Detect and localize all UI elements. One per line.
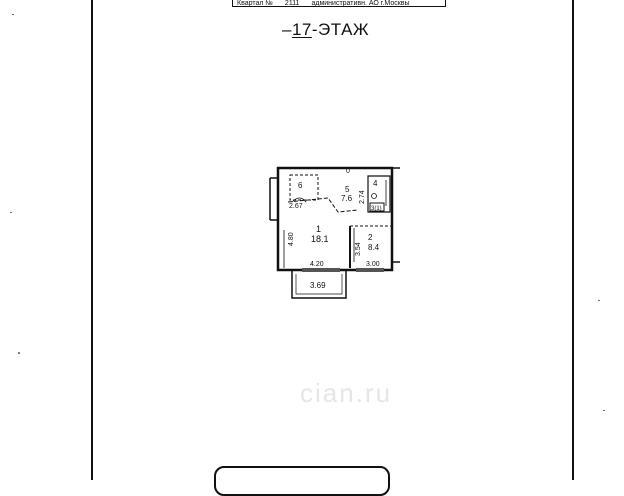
door-swing xyxy=(291,197,307,203)
room1-area: 18.1 xyxy=(311,234,329,244)
quarter-label: Квартал № xyxy=(237,0,273,7)
floor-suffix: -ЭТАЖ xyxy=(311,20,370,39)
room2-number: 2 xyxy=(368,233,373,242)
bath-label: 3(1) xyxy=(371,206,382,212)
bath-fixture xyxy=(369,202,385,212)
scan-speck xyxy=(598,300,600,301)
room2-width: 3.00 xyxy=(366,261,380,268)
scan-speck xyxy=(18,352,20,354)
room1-width: 4.20 xyxy=(310,261,324,268)
room1-number: 1 xyxy=(316,224,321,234)
district-label: административн. АО г.Москвы xyxy=(311,0,410,7)
room5-number: 5 xyxy=(345,185,350,194)
outer-wall xyxy=(276,166,394,272)
top-mark: 0 xyxy=(346,168,350,175)
room4-height: 2.74 xyxy=(359,190,366,204)
room6-wall xyxy=(289,174,319,201)
floor-plan-sheet: Квартал № 2111 административн. АО г.Москвы… xyxy=(10,0,605,496)
stamp-box xyxy=(214,466,390,496)
left-wall-notch xyxy=(269,177,278,221)
quarter-number: 2111 xyxy=(284,0,300,7)
sink-fixture xyxy=(371,193,377,199)
apartment-plan: 6 5 7.6 4 0 2.67 2.74 3(1) 1 18.1 4.80 3… xyxy=(269,166,400,299)
floor-title: –17-ЭТАЖ xyxy=(282,20,370,39)
room5-area: 7.6 xyxy=(341,194,353,203)
frame-right-line xyxy=(572,0,574,480)
watermark: cian.ru xyxy=(300,378,393,408)
header-box: Квартал № 2111 административн. АО г.Москвы xyxy=(232,0,446,7)
room1-height: 4.80 xyxy=(288,232,295,246)
room6-width: 2.67 xyxy=(289,203,303,210)
frame-left-line xyxy=(91,0,93,480)
scan-speck xyxy=(10,212,12,213)
scan-speck xyxy=(12,14,14,15)
scan-speck xyxy=(603,410,605,411)
room4-number: 4 xyxy=(373,179,378,188)
room5-boundary xyxy=(287,197,359,213)
room2-area: 8.4 xyxy=(368,243,380,252)
room6-number: 6 xyxy=(298,181,303,190)
balcony-inner xyxy=(295,274,343,295)
balcony-outline xyxy=(291,270,347,299)
room4-wall xyxy=(367,175,391,213)
right-wall-segment xyxy=(392,167,400,263)
room2-height: 3.54 xyxy=(355,242,362,256)
floor-number: 17 xyxy=(291,20,312,39)
balcony-width: 3.69 xyxy=(310,281,326,290)
